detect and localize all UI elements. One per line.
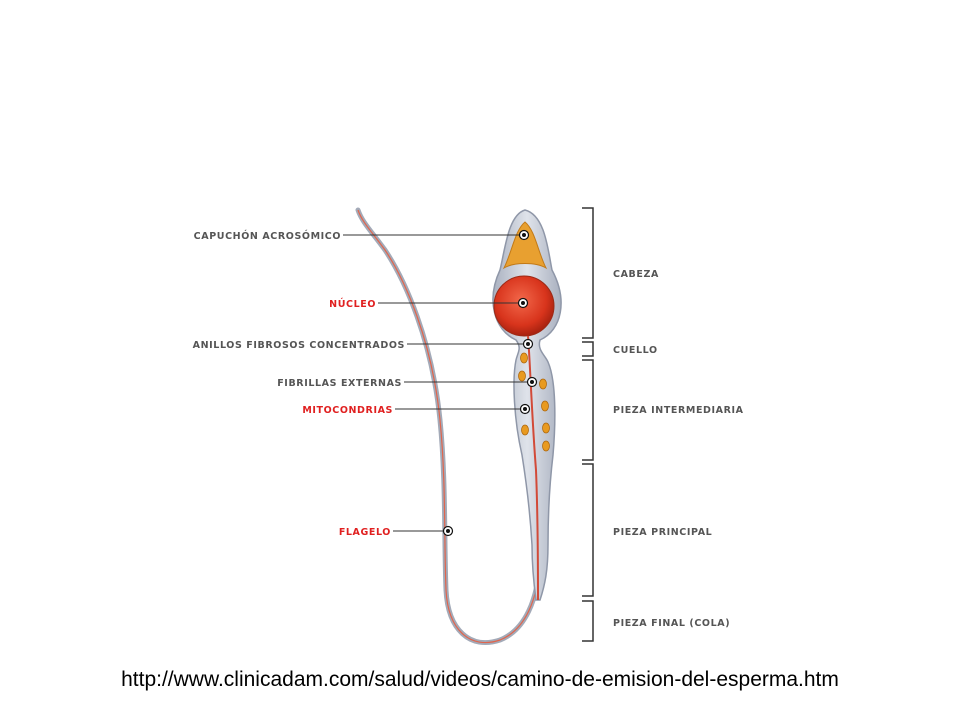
label-flagelo: FLAGELO	[339, 527, 391, 538]
bracket-final	[582, 600, 594, 642]
pointer-dot	[517, 297, 529, 309]
mitochondrion	[541, 400, 549, 412]
label-mitocondrias: MITOCONDRIAS	[302, 405, 393, 416]
bracket-cabeza	[582, 207, 594, 339]
source-url[interactable]: http://www.clinicadam.com/salud/videos/c…	[121, 668, 839, 691]
bracket-intermedia	[582, 359, 594, 461]
mitochondrion	[521, 424, 529, 436]
mitochondrion	[539, 378, 547, 390]
mitochondrion	[518, 370, 526, 382]
leader-lines	[343, 234, 532, 532]
label-capuchon-acrosomico: CAPUCHÓN ACROSÓMICO	[194, 230, 341, 242]
label-cabeza: CABEZA	[613, 269, 659, 280]
label-pieza-final: PIEZA FINAL (COLA)	[613, 618, 730, 629]
pointer-dot	[519, 403, 531, 415]
pointer-dot	[518, 229, 530, 241]
mitochondria-group	[518, 352, 550, 452]
mitochondrion	[520, 352, 528, 364]
acrosome-cap	[502, 221, 548, 270]
right-labels: CABEZA CUELLO PIEZA INTERMEDIARIA PIEZA …	[613, 269, 744, 629]
axoneme	[527, 335, 539, 601]
mitochondrion	[542, 422, 550, 434]
pointer-dot	[526, 376, 538, 388]
label-pieza-principal: PIEZA PRINCIPAL	[613, 527, 712, 538]
label-pieza-intermediaria: PIEZA INTERMEDIARIA	[613, 405, 744, 416]
label-anillos-fibrosos: ANILLOS FIBROSOS CONCENTRADOS	[193, 340, 405, 351]
section-brackets	[582, 207, 594, 642]
label-cuello: CUELLO	[613, 345, 658, 356]
bracket-cuello	[582, 341, 594, 357]
flagellum-tail	[355, 207, 543, 646]
pointer-dot	[442, 525, 454, 537]
pointer-dots	[442, 229, 538, 537]
label-nucleo: NÚCLEO	[329, 298, 376, 310]
bracket-principal	[582, 463, 594, 597]
label-fibrillas-externas: FIBRILLAS EXTERNAS	[277, 378, 402, 389]
mitochondrion	[542, 440, 550, 452]
pointer-dot	[522, 338, 534, 350]
left-labels: CAPUCHÓN ACROSÓMICO NÚCLEO ANILLOS FIBRO…	[193, 230, 405, 538]
